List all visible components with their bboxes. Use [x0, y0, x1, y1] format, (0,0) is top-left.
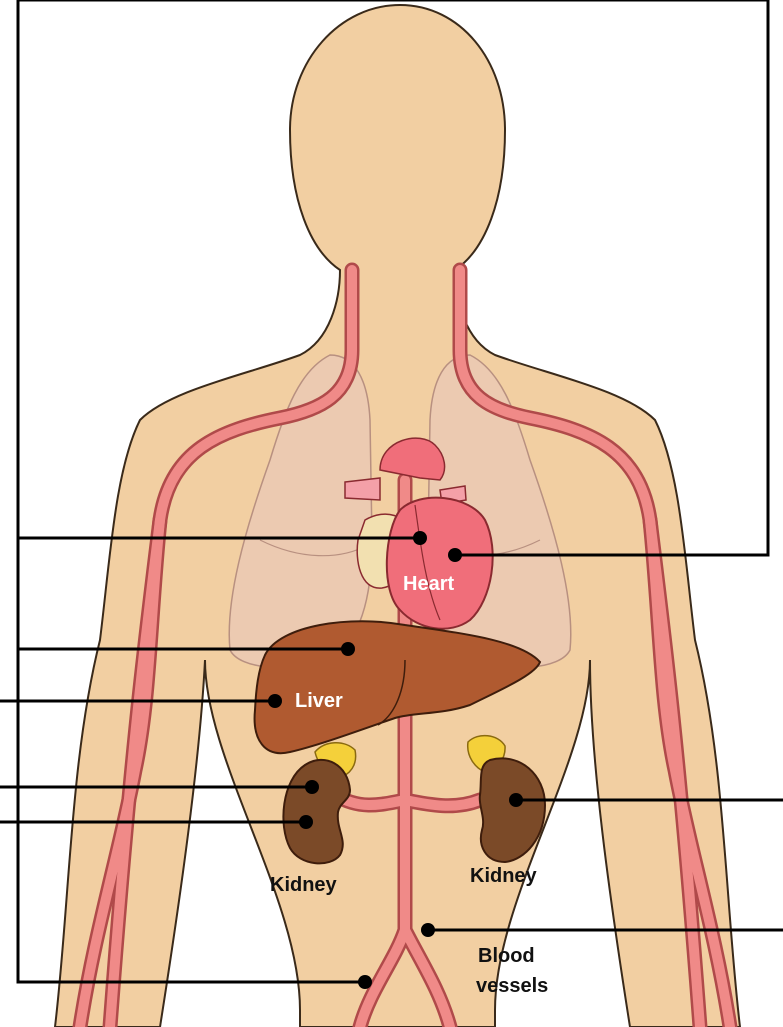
dot-liver-upper — [341, 642, 355, 656]
dot-liver — [268, 694, 282, 708]
dot-right-atrium — [413, 531, 427, 545]
ventricles — [387, 498, 493, 629]
dot-blood-vessels-left — [358, 975, 372, 989]
pulmonary-vessels-left — [345, 478, 380, 500]
label-kidney-right: Kidney — [470, 865, 538, 887]
dot-kidney-lower — [299, 815, 313, 829]
dot-blood-vessels — [421, 923, 435, 937]
dot-kidney-upper — [305, 780, 319, 794]
label-blood-vessels-line2: vessels — [476, 975, 548, 997]
label-kidney-left: Kidney — [270, 874, 338, 896]
dot-kidney-right — [509, 793, 523, 807]
dot-heart — [448, 548, 462, 562]
label-liver: Liver — [295, 690, 343, 712]
label-blood-vessels-line1: Blood — [478, 945, 535, 967]
label-heart: Heart — [403, 573, 454, 595]
